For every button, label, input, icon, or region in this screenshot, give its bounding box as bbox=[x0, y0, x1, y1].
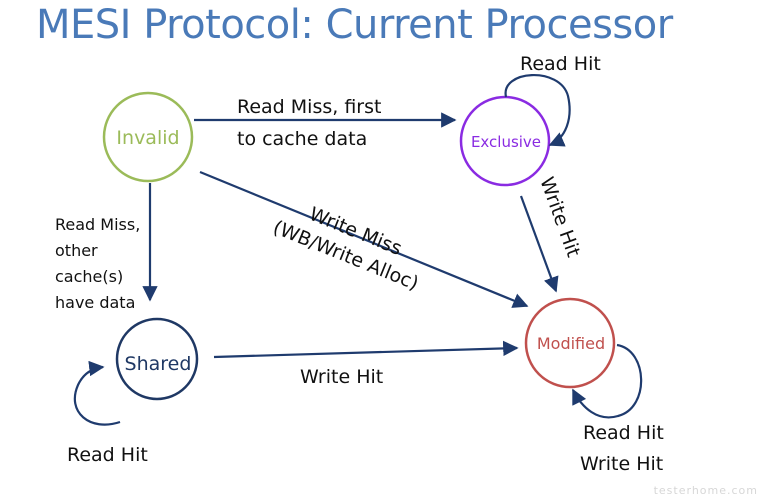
label-read-miss-other-line2: other bbox=[55, 241, 98, 260]
state-modified-circle bbox=[524, 297, 616, 389]
label-shared-read-hit: Read Hit bbox=[67, 444, 148, 466]
label-read-miss-other-line4: have data bbox=[55, 293, 135, 312]
label-read-miss-other-line3: cache(s) bbox=[55, 267, 123, 286]
arrow-invalid-to-modified bbox=[199, 170, 529, 308]
label-shared-write-hit: Write Hit bbox=[300, 366, 383, 388]
label-modified-loop: Read Hit Write Hit bbox=[580, 422, 670, 475]
loop-exclusive-read-hit bbox=[504, 74, 571, 147]
label-write-miss-group: Write Miss (WB/Write Alloc) bbox=[270, 203, 422, 295]
state-invalid-circle bbox=[102, 91, 194, 183]
state-modified: Modified bbox=[524, 297, 616, 389]
arrow-exclusive-to-modified bbox=[519, 195, 559, 293]
label-read-miss-first-line2: to cache data bbox=[237, 128, 367, 150]
label-modified-write-hit: Write Hit bbox=[580, 453, 663, 475]
label-exclusive-write-hit: Write Hit bbox=[535, 174, 584, 260]
label-modified-read-hit: Read Hit bbox=[583, 422, 664, 444]
label-read-miss-other: Read Miss, other cache(s) have data bbox=[55, 215, 145, 312]
label-read-miss-other-line1: Read Miss, bbox=[55, 215, 140, 234]
state-shared-label: Shared bbox=[125, 353, 192, 375]
state-invalid-label: Invalid bbox=[116, 127, 179, 149]
loop-shared-read-hit bbox=[73, 360, 121, 426]
state-exclusive-label: Exclusive bbox=[471, 133, 541, 151]
state-invalid: Invalid bbox=[102, 91, 194, 183]
label-read-miss-first: Read Miss, first to cache data bbox=[237, 96, 388, 150]
loop-modified-read-write-hit bbox=[572, 343, 643, 419]
state-shared-circle bbox=[115, 317, 199, 401]
watermark: testerhome.com bbox=[653, 484, 758, 497]
label-read-miss-first-line1: Read Miss, first bbox=[237, 96, 381, 118]
page-title: MESI Protocol: Current Processor bbox=[36, 2, 673, 48]
label-exclusive-read-hit: Read Hit bbox=[520, 53, 601, 75]
state-modified-label: Modified bbox=[537, 334, 605, 353]
arrow-shared-to-modified bbox=[213, 340, 519, 359]
state-exclusive: Exclusive bbox=[459, 95, 551, 187]
state-shared: Shared bbox=[115, 317, 199, 401]
